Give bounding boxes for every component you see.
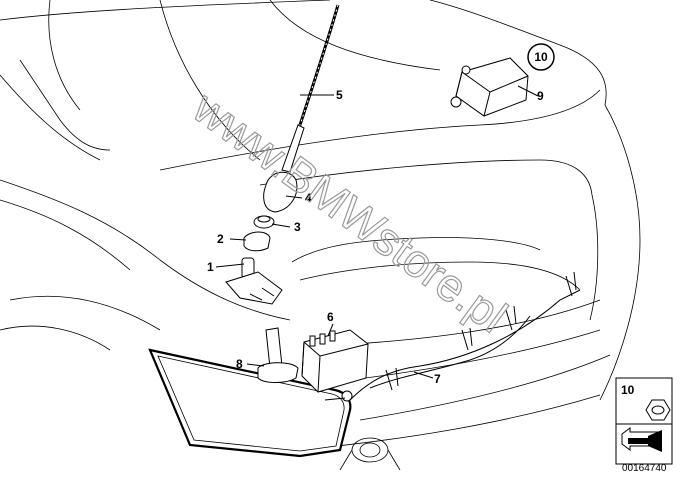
antenna-nut xyxy=(253,215,275,229)
callout-6: 6 xyxy=(327,310,334,324)
callout-10-circled-label: 10 xyxy=(534,50,548,64)
antenna-gasket xyxy=(243,231,271,252)
callout-5: 5 xyxy=(336,88,343,102)
callout-2: 2 xyxy=(217,232,224,246)
control-unit xyxy=(450,57,529,117)
telephone-antenna xyxy=(257,327,299,383)
rear-window-antenna-harness xyxy=(349,271,581,401)
direction-arrow-icon xyxy=(621,427,662,452)
callout-8: 8 xyxy=(236,357,243,371)
callout-7: 7 xyxy=(434,372,441,386)
callout-1: 1 xyxy=(207,260,214,274)
callout-4: 4 xyxy=(305,191,312,205)
leader-lines xyxy=(215,85,539,379)
callout-10-legend: 10 xyxy=(621,383,635,397)
rear-window-antenna xyxy=(148,348,353,458)
legend-hex-nut: 10 00164740 xyxy=(615,377,673,474)
callout-10-circled: 10 xyxy=(527,43,555,71)
antenna-cap xyxy=(263,171,298,213)
callout-9: 9 xyxy=(537,89,544,103)
hex-nut-icon xyxy=(645,399,671,421)
antenna-rod xyxy=(281,4,340,173)
harness-clip xyxy=(385,271,577,391)
antenna-amplifier xyxy=(301,329,369,393)
callout-3: 3 xyxy=(294,220,301,234)
antenna-base xyxy=(225,257,283,305)
drawing-number: 00164740 xyxy=(622,463,667,474)
callout-labels: 5 4 3 2 1 6 7 8 9 xyxy=(207,88,544,386)
